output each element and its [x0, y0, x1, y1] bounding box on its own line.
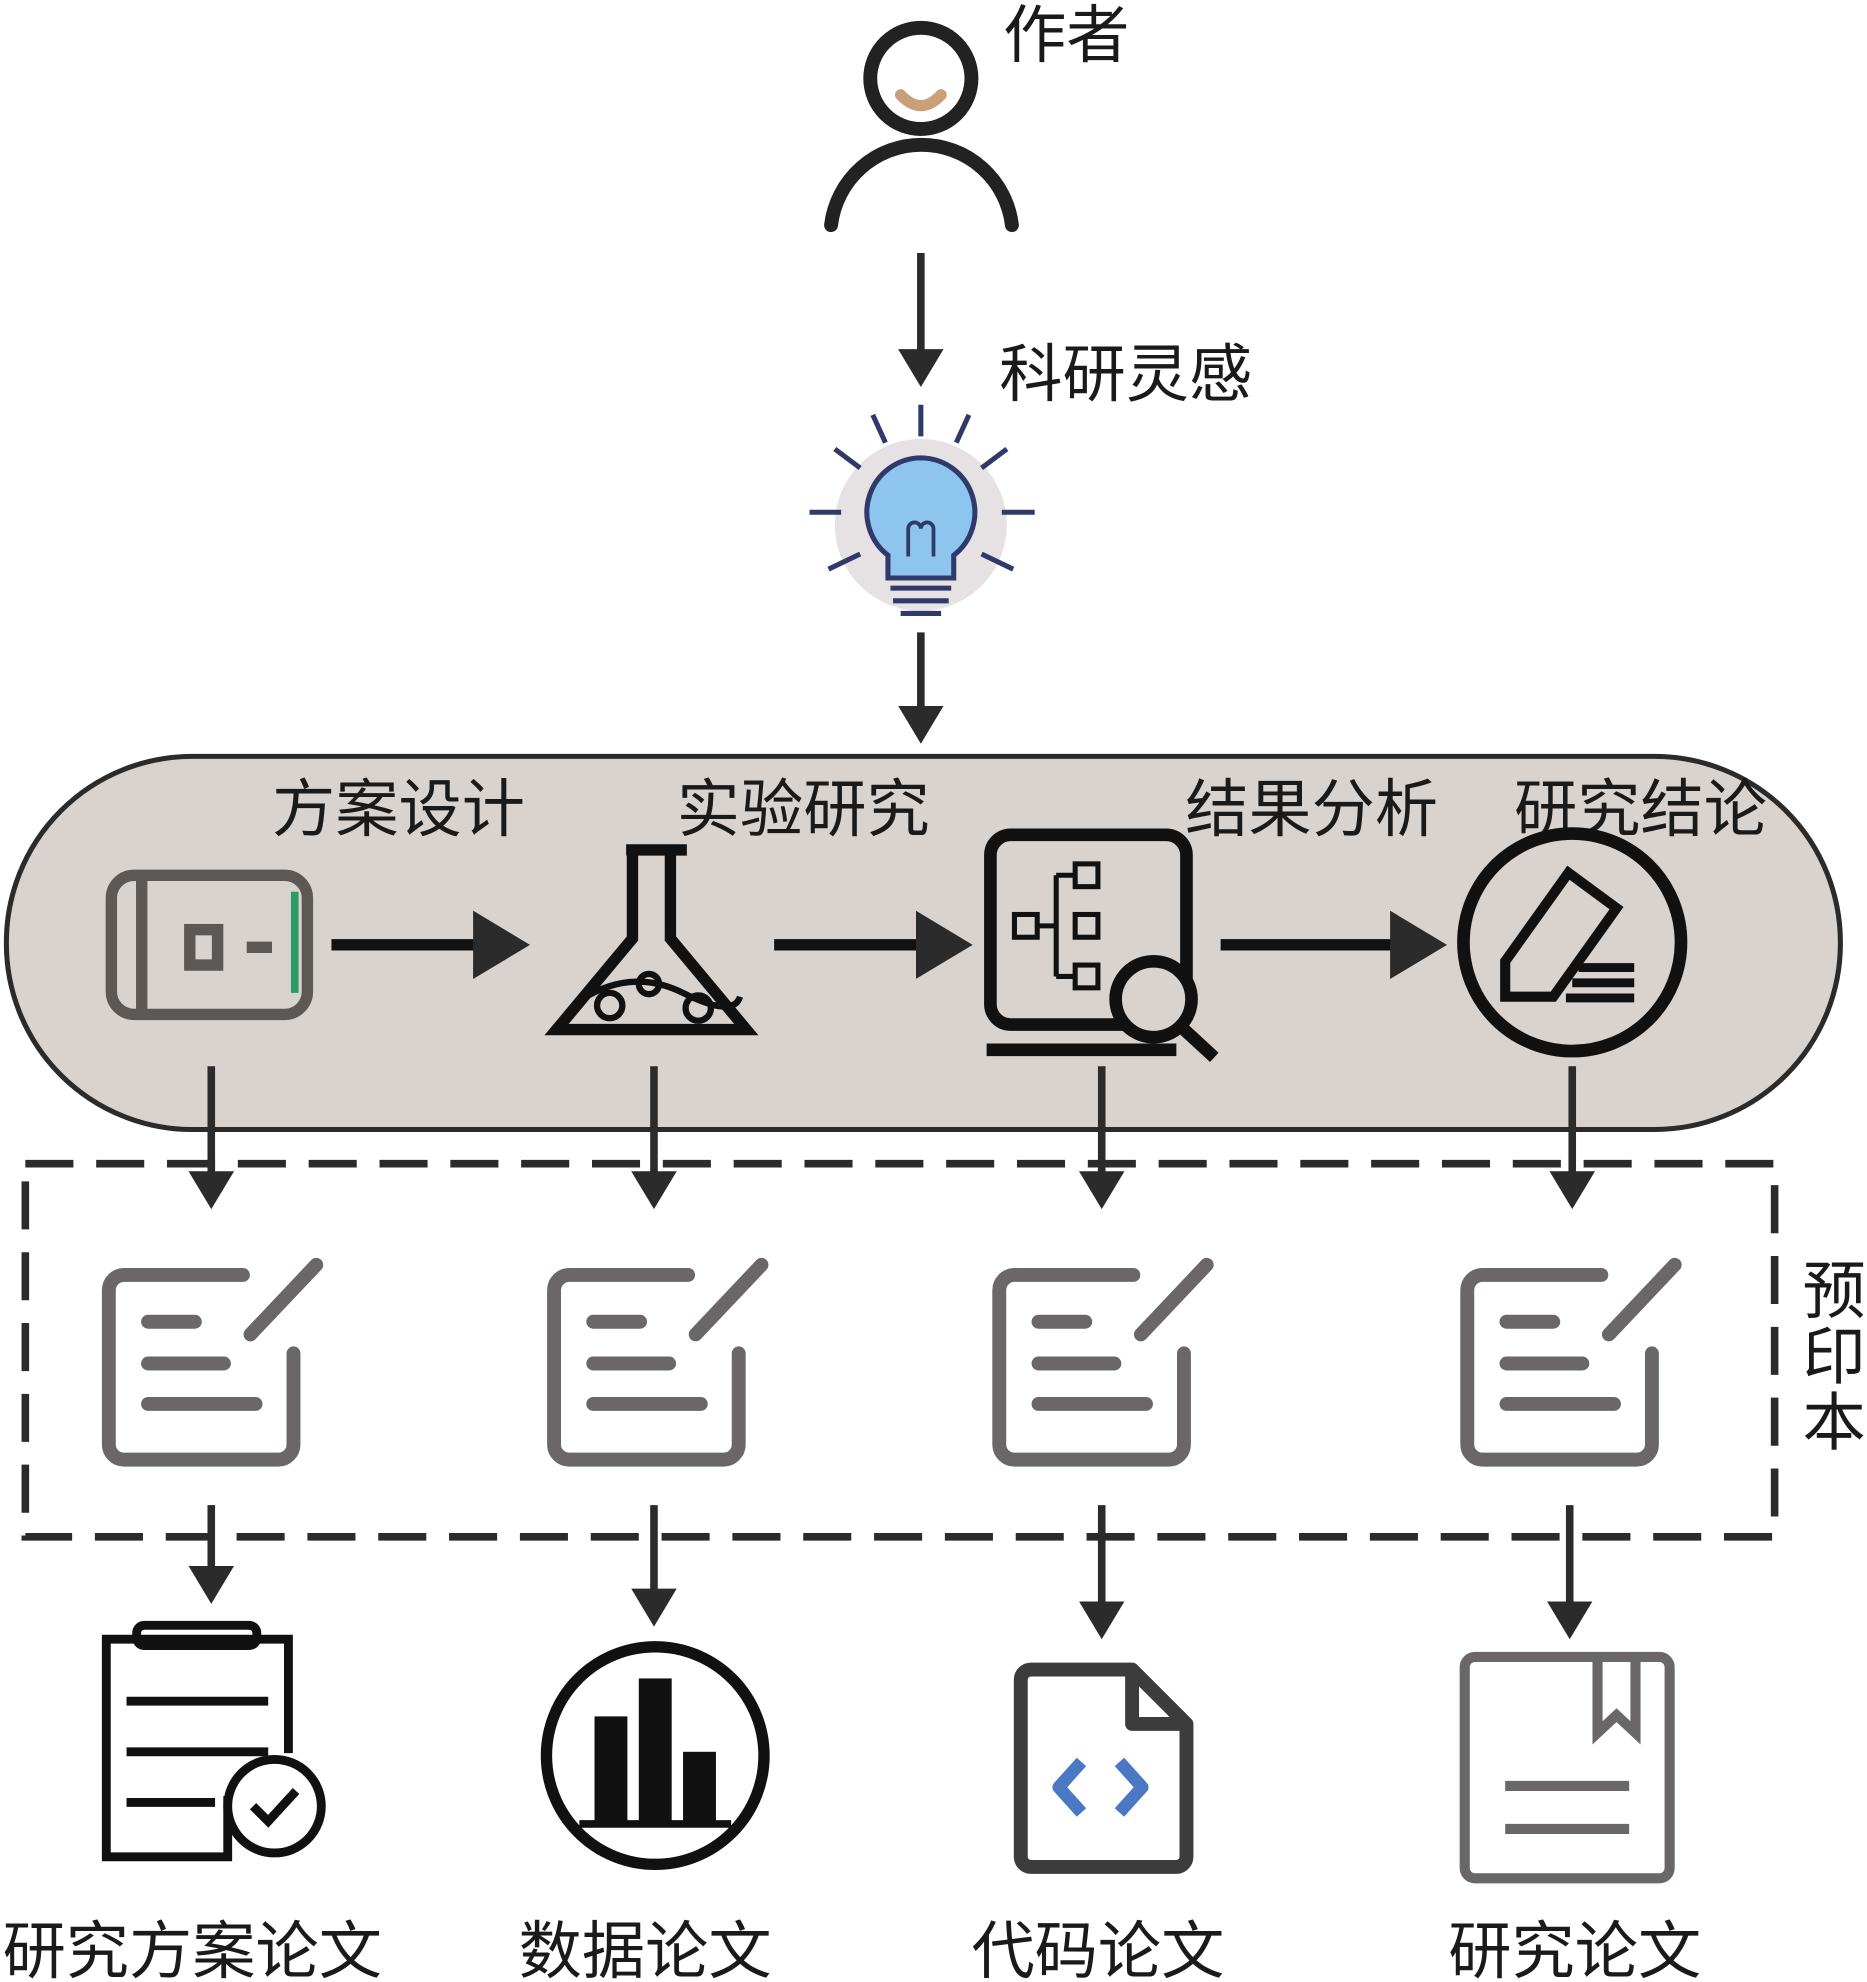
author-label: 作者 [1003, 0, 1129, 72]
monitor-analysis-icon [984, 828, 1219, 1063]
clipboard-check-icon [101, 1620, 326, 1862]
preprint-label: 预 [1802, 1254, 1865, 1328]
preprint-label: 本 [1802, 1385, 1865, 1459]
output-label: 研究论文 [1448, 1914, 1701, 1982]
blueprint-icon [105, 869, 314, 1021]
output-label: 数据论文 [519, 1914, 772, 1982]
person-icon [824, 20, 1019, 233]
preprint-label: 印 [1802, 1320, 1865, 1394]
output-label: 代码论文 [971, 1914, 1224, 1982]
inspiration-label: 科研灵感 [999, 337, 1252, 411]
edit-document-icon [101, 1257, 324, 1467]
preprint-container [21, 1159, 1779, 1541]
stage-label: 结果分析 [1185, 772, 1438, 846]
code-file-icon [1013, 1662, 1194, 1874]
edit-document-icon [547, 1257, 769, 1467]
output-label: 研究方案论文 [3, 1914, 382, 1982]
edit-document-icon [992, 1257, 1214, 1467]
bookmark-book-icon [1459, 1651, 1675, 1884]
lightbulb-icon [809, 404, 1035, 616]
bar-chart-circle-icon [540, 1641, 770, 1871]
stage-label: 实验研究 [677, 772, 930, 846]
stage-label: 方案设计 [272, 772, 525, 846]
pen-circle-icon [1457, 827, 1688, 1058]
flask-icon [544, 844, 759, 1036]
edit-document-icon [1460, 1257, 1682, 1467]
